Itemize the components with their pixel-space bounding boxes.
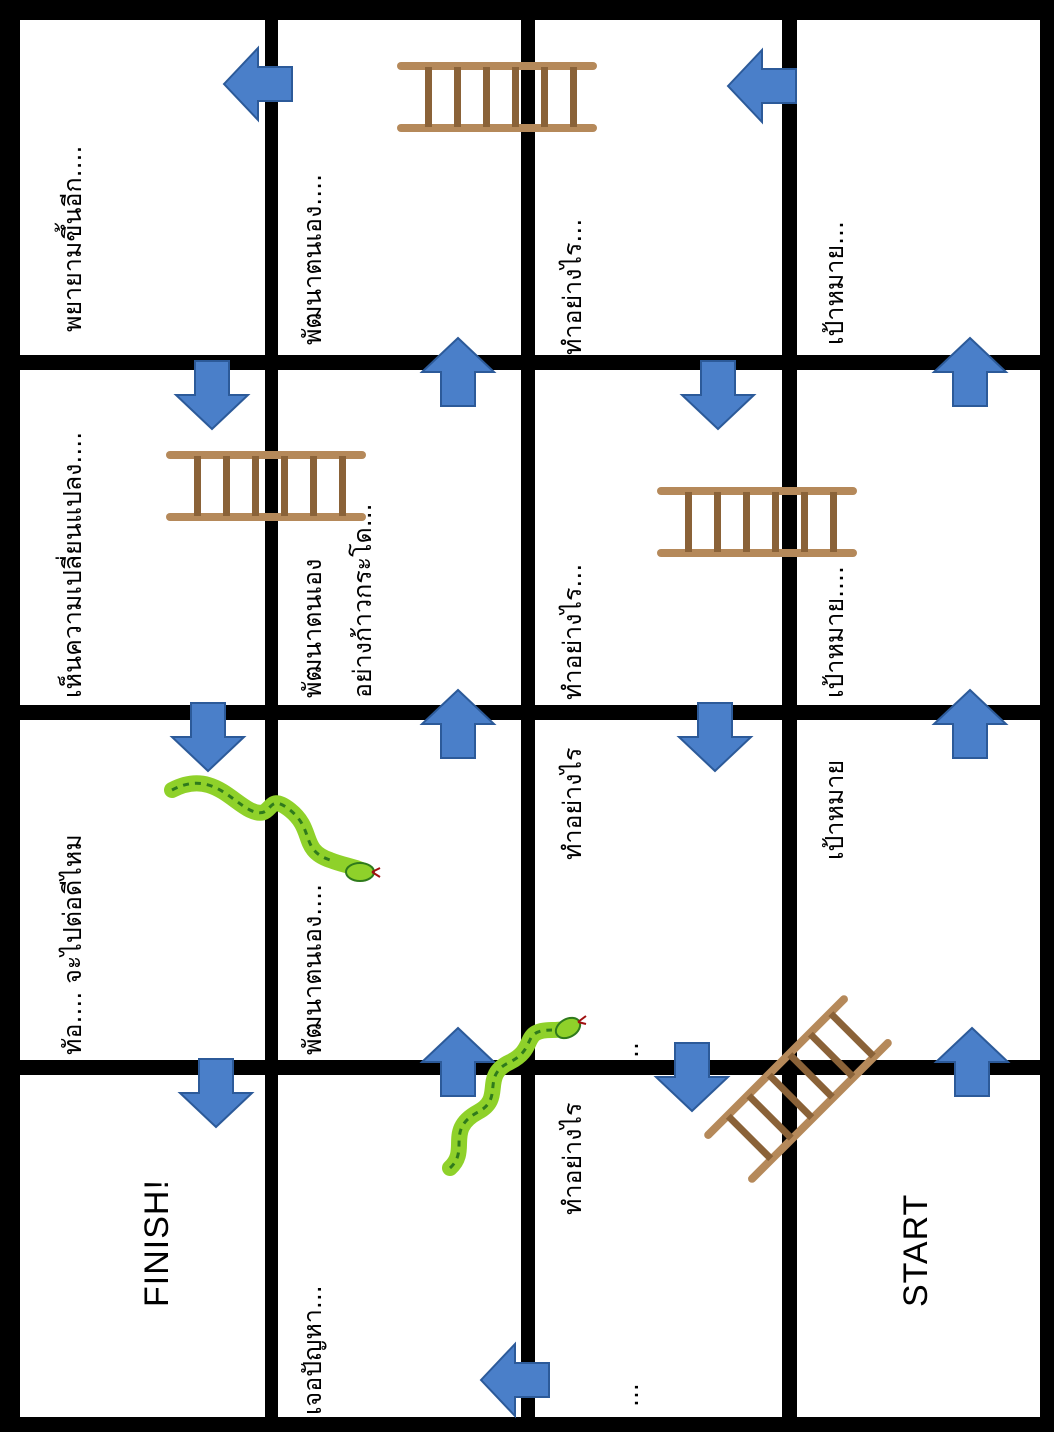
ladder-icon	[657, 487, 857, 557]
board-cell: เห็นความเปลี่ยนแปลง....	[20, 370, 265, 705]
arrow-down-icon	[678, 702, 752, 772]
board-cell: ทำอย่างไร...	[535, 370, 782, 705]
arrow-left-icon	[727, 49, 797, 123]
ladder-icon	[702, 993, 894, 1185]
arrow-up-icon	[933, 689, 1007, 759]
arrow-up-icon	[421, 689, 495, 759]
arrow-down-icon	[655, 1042, 729, 1112]
arrow-up-icon	[933, 337, 1007, 407]
board-cell: เป้าหมาย....	[797, 370, 1040, 705]
board-cell: พยายามขึ้นอีก....	[20, 20, 265, 355]
snake-icon	[164, 775, 381, 882]
board-cell: ทัอ.... จะไปต่อดีไหม	[20, 720, 265, 1060]
ladder-icon	[397, 62, 597, 132]
arrow-down-icon	[681, 360, 755, 430]
arrow-left-icon	[223, 47, 293, 121]
board-cell: พัฒนาตนเอง....	[278, 720, 521, 1060]
arrow-up-icon	[935, 1027, 1009, 1097]
start-cell: START	[797, 1075, 1040, 1417]
board-cell: พัฒนาตนเอง....	[278, 20, 521, 355]
finish-cell: FINISH!	[20, 1075, 265, 1417]
ladder-icon	[166, 451, 366, 521]
arrow-left-icon	[480, 1343, 550, 1417]
board-cell: พัฒนาตนเอง อย่างก้าวกระโด...	[278, 370, 521, 705]
board-cell: เป้าหมาย...	[797, 20, 1040, 355]
arrow-down-icon	[175, 360, 249, 430]
board-cell: ทำอย่างไร ..	[535, 720, 782, 1060]
snake-icon	[442, 1015, 587, 1176]
arrow-down-icon	[171, 702, 245, 772]
arrow-up-icon	[421, 1027, 495, 1097]
board-cell: เจอปัญหา...	[278, 1075, 521, 1417]
arrow-down-icon	[179, 1058, 253, 1128]
arrow-up-icon	[421, 337, 495, 407]
